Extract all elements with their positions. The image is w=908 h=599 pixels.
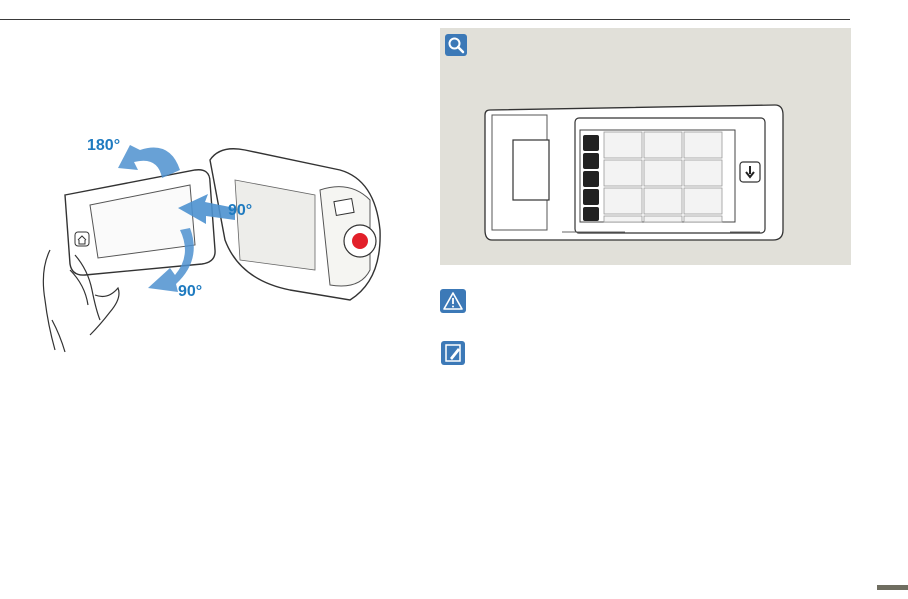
camcorder-body — [210, 149, 380, 300]
page-side-tab — [877, 585, 908, 590]
rotation-label-90-side: 90° — [228, 202, 252, 220]
camcorder-lcd-thumbnail-view — [480, 100, 785, 246]
thumbnail-grid — [604, 132, 722, 222]
warning-triangle-icon — [440, 289, 466, 313]
note-pencil-icon — [441, 341, 465, 365]
rotation-arrow-180 — [118, 145, 180, 178]
rotation-label-90-bottom: 90° — [178, 283, 202, 301]
header-rule — [0, 19, 850, 20]
rotation-label-180: 180° — [87, 137, 120, 155]
thumbnail-menu-icons — [583, 135, 599, 221]
camcorder-rotation-illustration — [30, 120, 400, 370]
lcd-panel — [65, 170, 215, 275]
record-button — [352, 233, 368, 249]
magnifier-icon — [445, 34, 467, 56]
